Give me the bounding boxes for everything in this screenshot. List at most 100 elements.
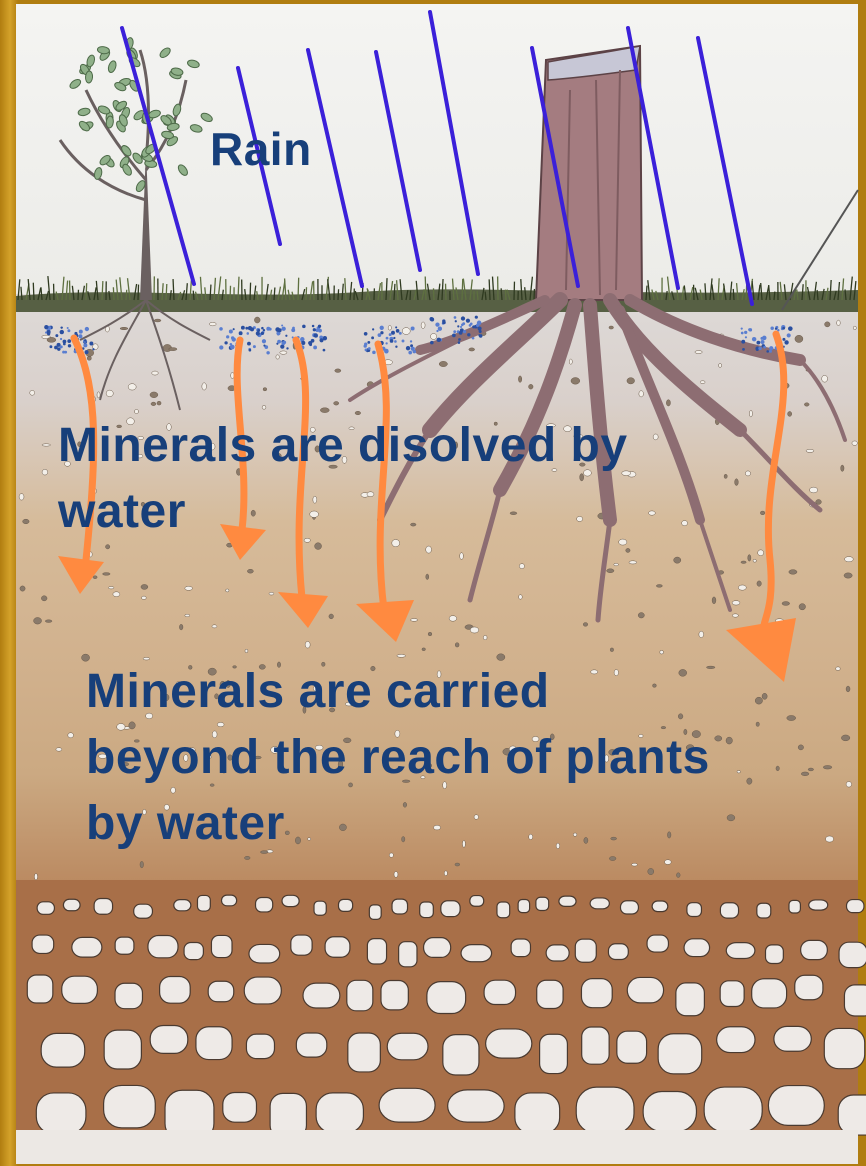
mineral-dot bbox=[745, 336, 747, 338]
mineral-dot bbox=[390, 339, 394, 343]
pebble bbox=[426, 574, 429, 579]
pebble bbox=[665, 860, 672, 865]
stone bbox=[303, 983, 340, 1008]
mineral-dot bbox=[308, 341, 312, 345]
pebble bbox=[42, 469, 48, 475]
pebble bbox=[422, 648, 426, 651]
stone bbox=[211, 935, 232, 957]
mineral-dot bbox=[371, 336, 374, 339]
mineral-dot bbox=[463, 330, 466, 333]
grass-blade bbox=[298, 278, 299, 300]
pebble bbox=[741, 561, 746, 563]
mineral-dot bbox=[219, 345, 223, 349]
mineral-dot bbox=[462, 322, 465, 325]
mineral-dot bbox=[266, 327, 270, 331]
pebble bbox=[462, 840, 465, 847]
mineral-dot bbox=[380, 331, 383, 334]
mineral-dot bbox=[281, 327, 285, 331]
pebble bbox=[676, 873, 680, 878]
stone bbox=[244, 977, 281, 1004]
stone bbox=[316, 1093, 363, 1133]
mineral-dot bbox=[467, 333, 470, 336]
stone bbox=[684, 939, 710, 957]
mineral-dot bbox=[226, 335, 229, 338]
pebble bbox=[747, 778, 752, 784]
pebble bbox=[244, 856, 250, 859]
grass-blade bbox=[410, 291, 411, 300]
stone bbox=[801, 940, 828, 959]
pebble bbox=[724, 474, 727, 478]
pebble bbox=[712, 597, 716, 604]
mineral-dot bbox=[301, 341, 305, 345]
mineral-dot bbox=[391, 331, 395, 335]
mineral-dot bbox=[437, 338, 441, 342]
mineral-dot bbox=[266, 351, 269, 354]
mineral-dot bbox=[229, 329, 233, 333]
stone bbox=[839, 942, 866, 967]
mineral-dot bbox=[224, 341, 227, 344]
pebble bbox=[334, 401, 339, 405]
pebble bbox=[82, 654, 90, 661]
pebble bbox=[157, 401, 161, 405]
pebble bbox=[737, 770, 741, 773]
pebble bbox=[679, 669, 687, 676]
grass-blade bbox=[774, 292, 775, 300]
stone bbox=[540, 1034, 568, 1073]
pebble bbox=[801, 772, 809, 776]
pebble bbox=[715, 736, 722, 741]
pebble bbox=[202, 383, 207, 390]
pebble bbox=[449, 616, 457, 622]
mineral-dot bbox=[286, 347, 288, 349]
mineral-dot bbox=[68, 344, 71, 347]
mineral-dot bbox=[60, 326, 62, 328]
pebble bbox=[34, 873, 37, 879]
pebble bbox=[339, 824, 346, 831]
mineral-dot bbox=[253, 345, 256, 348]
mineral-dot bbox=[788, 326, 793, 331]
mineral-dot bbox=[477, 326, 481, 330]
pebble bbox=[430, 333, 436, 339]
pebble bbox=[474, 815, 478, 820]
mineral-dot bbox=[55, 334, 58, 337]
mineral-dot bbox=[442, 321, 446, 325]
mineral-dot bbox=[787, 333, 791, 337]
stone bbox=[41, 1033, 85, 1067]
mineral-dot bbox=[770, 326, 773, 329]
stone bbox=[590, 898, 609, 909]
mineral-dot bbox=[285, 335, 287, 337]
pebble bbox=[719, 363, 722, 367]
pebble bbox=[169, 348, 177, 351]
stone bbox=[184, 943, 203, 960]
stone bbox=[757, 903, 771, 918]
mineral-dot bbox=[67, 329, 70, 332]
stone bbox=[399, 942, 417, 967]
mineral-dot bbox=[782, 338, 785, 341]
mineral-dot bbox=[302, 325, 306, 329]
pebble bbox=[584, 837, 588, 843]
pebble bbox=[329, 614, 334, 619]
pebble bbox=[852, 441, 857, 446]
mineral-dot bbox=[741, 340, 745, 344]
pebble bbox=[47, 337, 56, 342]
pebble bbox=[727, 815, 735, 821]
mineral-dot bbox=[319, 338, 323, 342]
stone bbox=[717, 1027, 755, 1053]
pebble bbox=[140, 861, 143, 868]
stone bbox=[608, 944, 628, 960]
pebble bbox=[841, 465, 844, 471]
stone bbox=[424, 938, 451, 958]
stone bbox=[470, 896, 484, 907]
pebble bbox=[738, 585, 746, 590]
stone bbox=[720, 903, 738, 918]
stone bbox=[314, 901, 326, 915]
mineral-dot bbox=[278, 328, 282, 332]
stone bbox=[838, 1095, 866, 1135]
mineral-dot bbox=[79, 330, 83, 334]
stone bbox=[62, 976, 98, 1003]
pebble bbox=[776, 766, 779, 771]
pebble bbox=[809, 487, 817, 493]
stone bbox=[576, 1087, 634, 1134]
stone bbox=[768, 1086, 824, 1126]
pebble bbox=[315, 543, 322, 550]
stone bbox=[379, 1088, 435, 1122]
